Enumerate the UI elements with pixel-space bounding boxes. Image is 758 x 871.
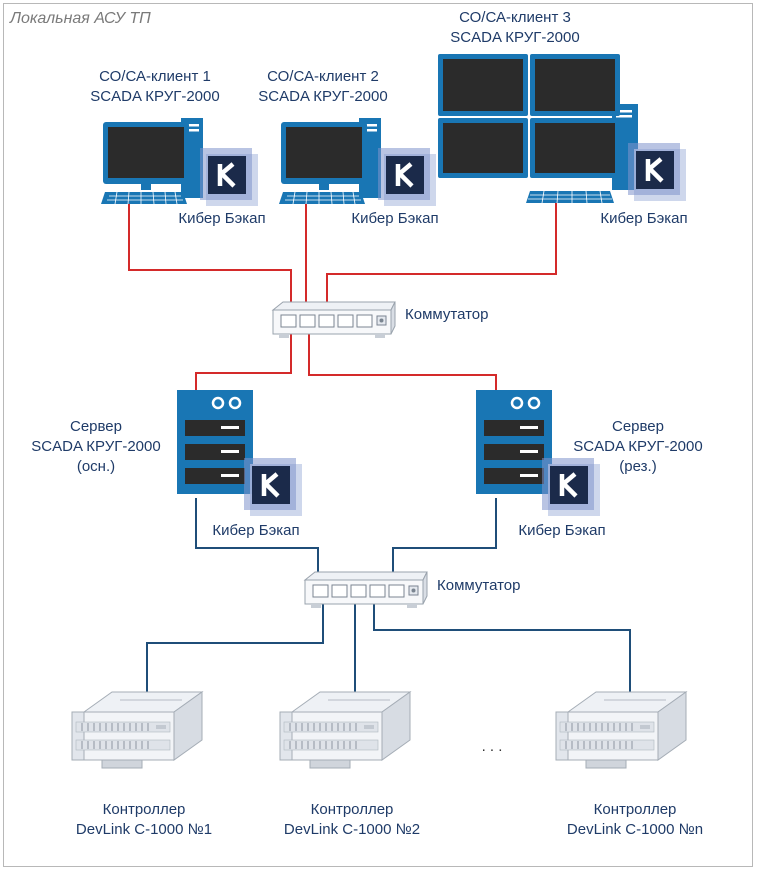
controller-n-label: Контроллер DevLink C-1000 №n [545,800,725,840]
more-controllers-ellipsis: . . . [481,738,503,755]
controller-1-label: Контроллер DevLink C-1000 №1 [54,800,234,840]
client-1-software: SCADA КРУГ-2000 [90,88,220,105]
backup-label-client-3: Кибер Бэкап [600,210,688,227]
controller-n-model: DevLink C-1000 №n [566,821,704,838]
controller-n-title: Контроллер [593,801,677,818]
controller-2-title: Контроллер [310,801,394,818]
server-icon [175,388,255,496]
client-2-software: SCADA КРУГ-2000 [258,88,388,105]
cyber-backup-logo-icon [244,458,302,516]
multi-monitor-workstation-icon [438,54,638,204]
server-reserve-label: Сервер SCADA КРУГ-2000 (рез.) [548,417,728,477]
controller-2-model: DevLink C-1000 №2 [283,821,421,838]
workstation-icon [278,117,382,205]
server-reserve-software: SCADA КРУГ-2000 [573,438,703,455]
client-3-name: СО/СА-клиент 3 [459,9,571,26]
server-main-role: (осн.) [76,458,116,475]
controller-icon [279,691,411,769]
cyber-backup-logo-icon [200,148,258,206]
client-2-label: СО/СА-клиент 2 SCADA КРУГ-2000 [228,67,418,107]
diagram-title: Локальная АСУ ТП [10,10,151,27]
client-1-label: СО/СА-клиент 1 SCADA КРУГ-2000 [60,67,250,107]
backup-label-client-1: Кибер Бэкап [178,210,266,227]
client-2-name: СО/СА-клиент 2 [267,68,379,85]
controller-1-model: DevLink C-1000 №1 [75,821,213,838]
server-main-software: SCADA КРУГ-2000 [31,438,161,455]
server-main-label: Сервер SCADA КРУГ-2000 (осн.) [6,417,186,477]
switch-icon [272,301,396,339]
red-network-lines [128,203,557,390]
blue-network-lines [146,498,631,700]
server-reserve-title: Сервер [611,418,664,435]
diagram-frame [3,3,753,867]
switch-2-label: Коммутатор [437,577,521,594]
server-main-title: Сервер [69,418,122,435]
backup-label-client-2: Кибер Бэкап [351,210,439,227]
controller-1-title: Контроллер [102,801,186,818]
server-icon [474,388,554,496]
backup-label-server-2: Кибер Бэкап [518,522,606,539]
controller-icon [555,691,687,769]
controller-icon [71,691,203,769]
cyber-backup-logo-icon [378,148,436,206]
controller-2-label: Контроллер DevLink C-1000 №2 [262,800,442,840]
server-reserve-role: (рез.) [619,458,657,475]
client-1-name: СО/СА-клиент 1 [99,68,211,85]
switch-icon [304,571,428,609]
client-3-software: SCADA КРУГ-2000 [450,29,580,46]
backup-label-server-1: Кибер Бэкап [212,522,300,539]
client-3-label: СО/СА-клиент 3 SCADA КРУГ-2000 [420,8,610,48]
switch-1-label: Коммутатор [405,306,489,323]
cyber-backup-logo-icon [628,143,686,201]
workstation-icon [100,117,204,205]
